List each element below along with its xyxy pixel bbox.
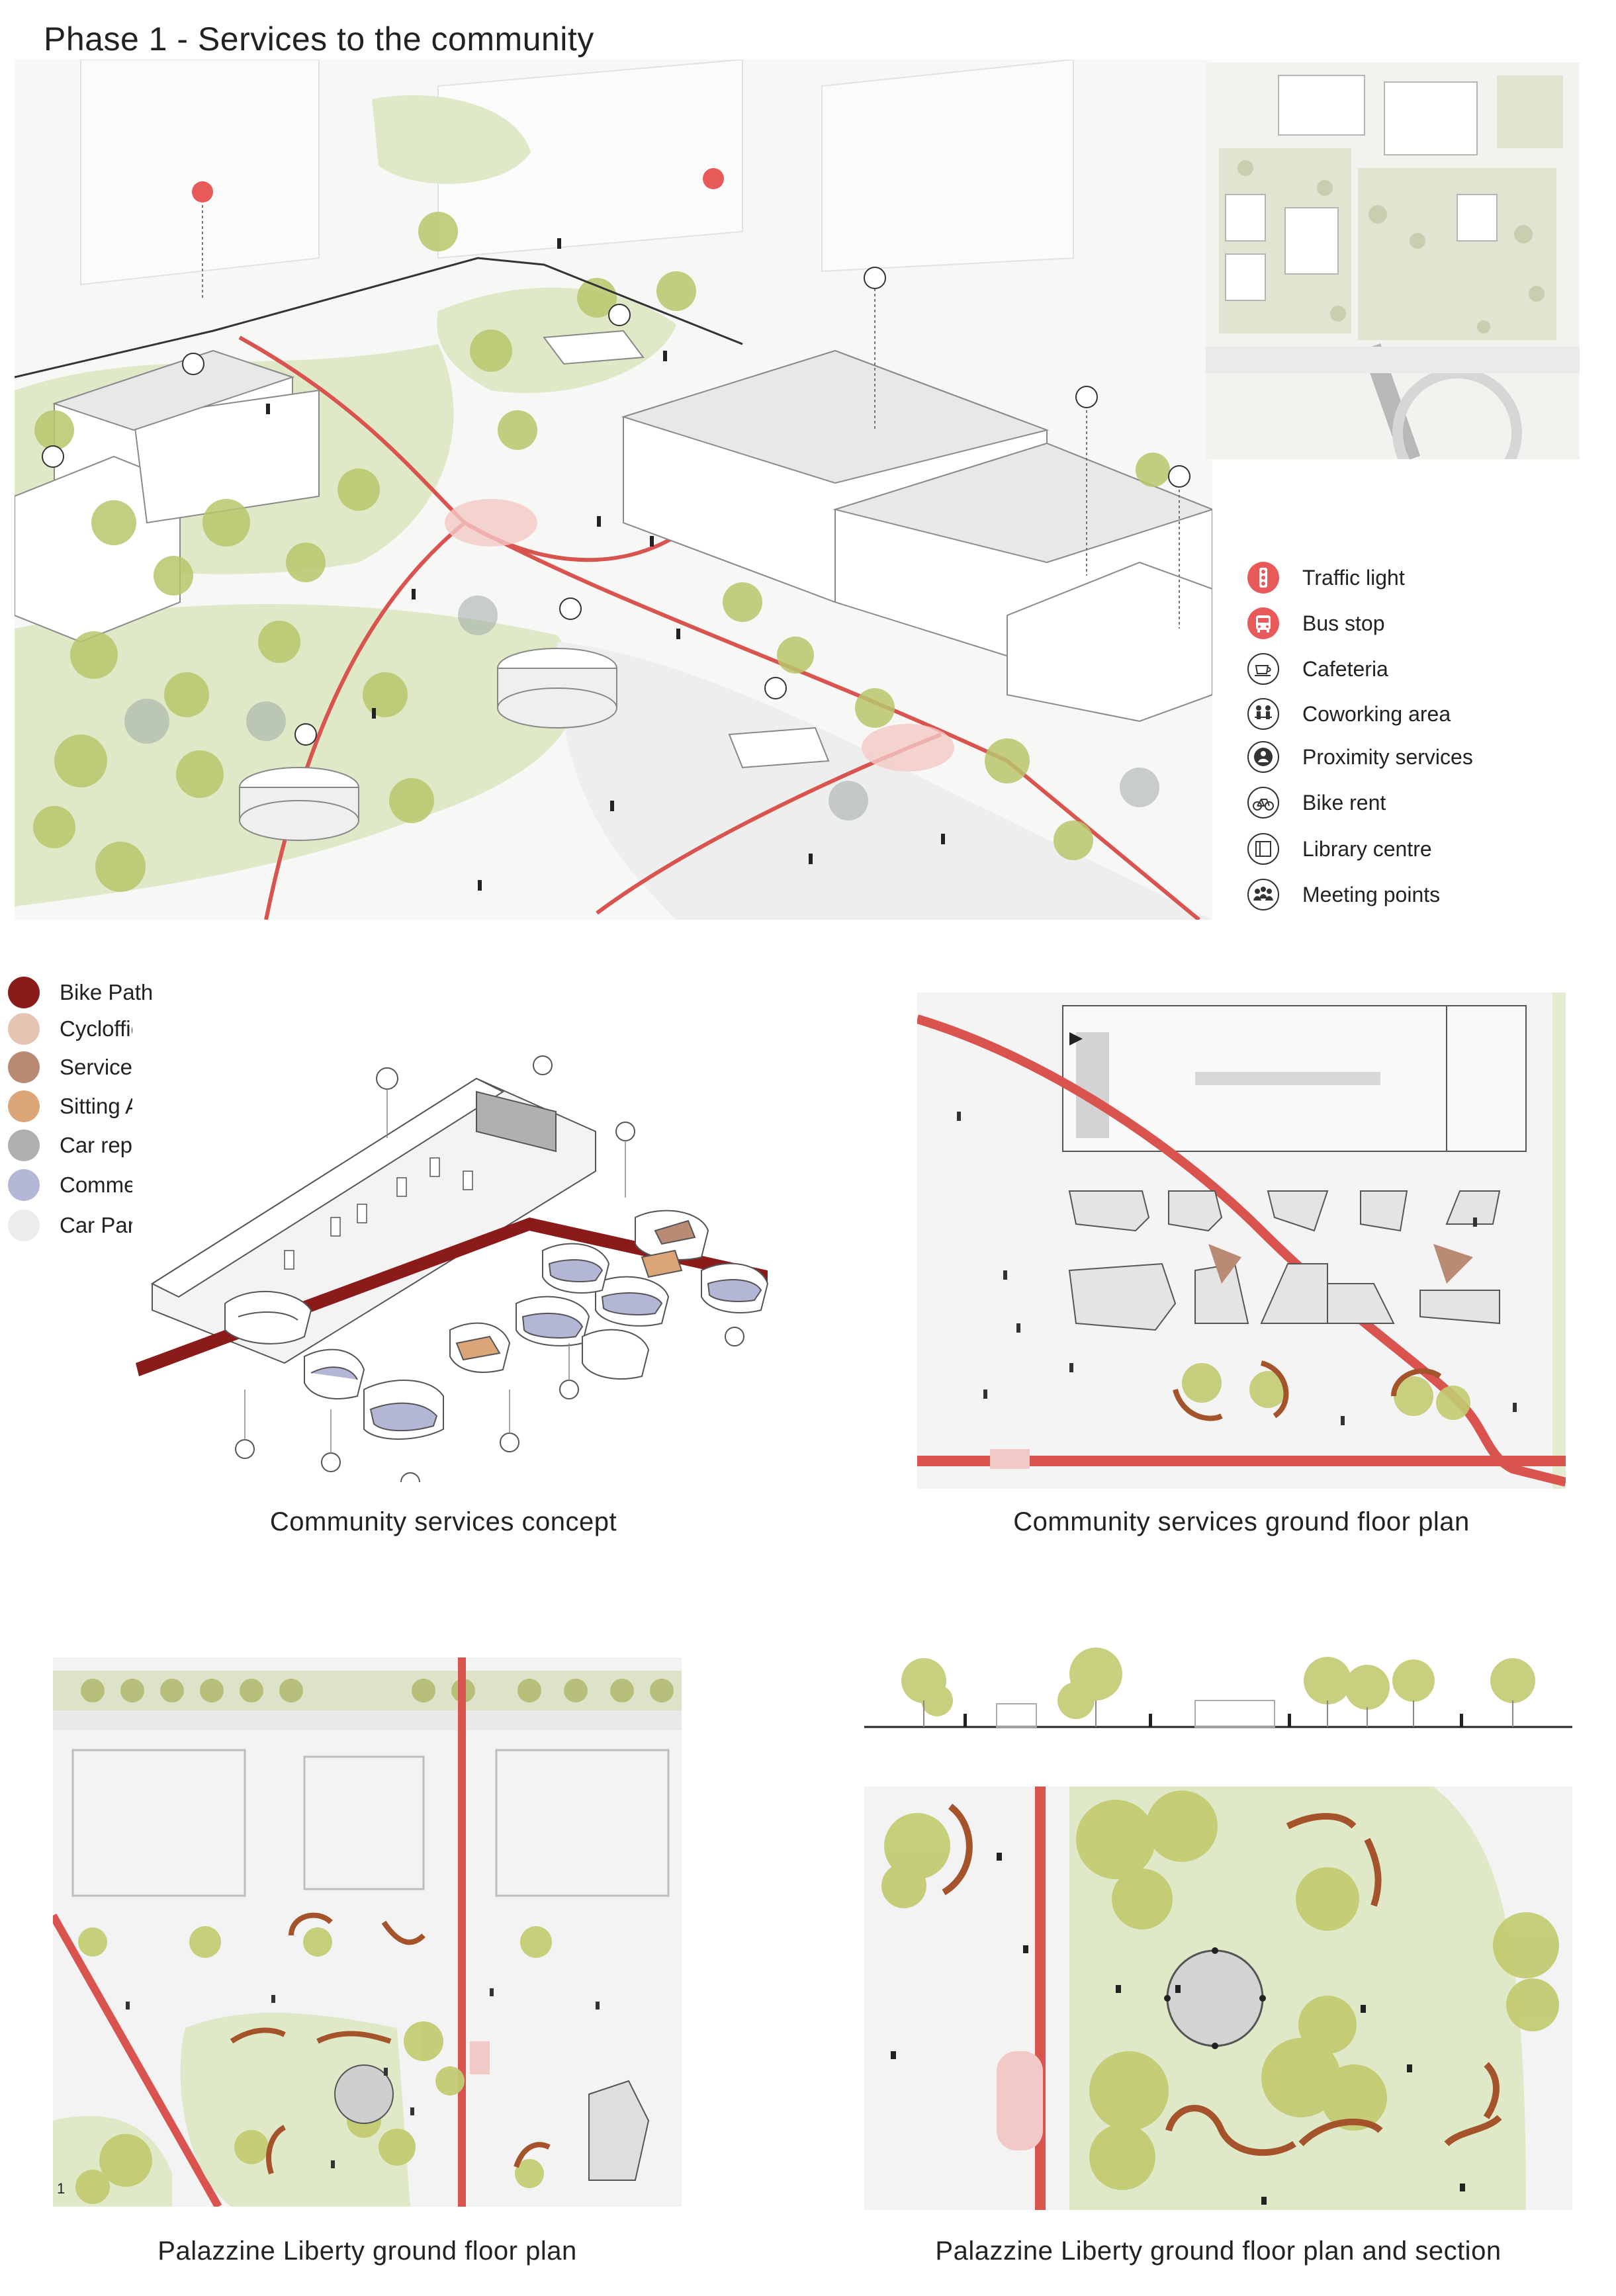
legend-item-proximity-services: Proximity services [1247,740,1473,773]
legend-item-library: Library centre [1247,832,1432,865]
legend-label: Proximity services [1302,744,1473,769]
legend-item-traffic-light: Traffic light [1247,561,1405,594]
coworking-icon [1247,697,1280,730]
caption-liberty-section: Palazzine Liberty ground floor plan and … [935,2236,1502,2266]
proximity-services-icon [1247,740,1280,773]
legend-label: Traffic light [1302,565,1405,590]
legend-item-bike-rent: Bike rent [1247,786,1386,819]
caption-ground-floor: Community services ground floor plan [1013,1507,1470,1536]
bike-icon [1247,786,1280,819]
color-swatch [8,1051,40,1083]
legend-label: Coworking area [1302,701,1451,726]
page-title: Phase 1 - Services to the community [44,21,594,58]
legend-label: Cafeteria [1302,656,1388,681]
legend-item-coworking: Coworking area [1247,697,1451,730]
legend-item-commercial: Commercial [8,1169,176,1201]
color-swatch [8,977,40,1008]
legend-label: Bike rent [1302,790,1386,815]
legend-item-bus-stop: Bus stop [1247,607,1385,640]
community-services-concept-diagram [132,1019,781,1482]
aerial-axonometric-view [15,60,1212,920]
palazzine-liberty-detail-plan [864,1787,1572,2210]
legend-label: Bus stop [1302,611,1385,635]
legend-item-bike-path: Bike Path [8,977,153,1008]
palazzine-liberty-ground-floor-plan: 1 [53,1657,682,2207]
color-swatch [8,1013,40,1045]
color-swatch [8,1129,40,1161]
caption-concept: Community services concept [269,1507,617,1536]
legend-label: Meeting points [1302,882,1441,906]
traffic-light-icon [1247,561,1280,594]
color-swatch [8,1210,40,1241]
coffee-cup-icon [1247,652,1280,685]
palazzine-liberty-section [864,1641,1572,1740]
book-icon [1247,832,1280,865]
legend-item-services: Services [8,1051,144,1083]
legend-item-meeting-points: Meeting points [1247,878,1440,911]
site-plan-thumbnail [1206,62,1580,459]
color-swatch [8,1090,40,1122]
legend-item-cafeteria: Cafeteria [1247,652,1388,685]
people-group-icon [1247,878,1280,911]
caption-liberty-plan: Palazzine Liberty ground floor plan [157,2236,577,2266]
community-services-ground-floor-plan [917,993,1566,1489]
bus-icon [1247,607,1280,640]
color-swatch [8,1169,40,1201]
page-number: 1 [57,2180,66,2197]
legend-label: Library centre [1302,836,1432,861]
